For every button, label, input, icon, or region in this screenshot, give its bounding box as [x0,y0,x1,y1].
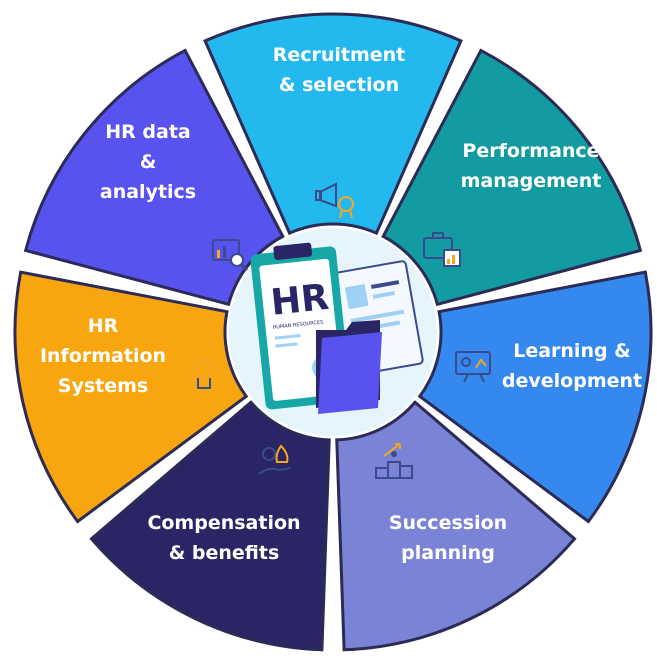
label-line: & selection [279,74,399,96]
segment-learning [417,270,653,524]
label-recruitment: Recruitment & selection [273,44,406,96]
hr-clipboard-folder-illustration: HR HUMAN RESOURCES [250,242,424,414]
label-line: development [502,370,642,392]
label-analytics: HR data & analytics [100,121,196,203]
folder [316,320,382,414]
analytics-magnifier-icon [212,239,249,272]
label-line: & [140,151,157,173]
segment-hris [13,270,249,524]
segment-recruitment [203,12,463,236]
label-line: planning [401,542,495,564]
money-bag-hand-icon [258,444,292,475]
label-line: Information [40,345,166,367]
label-line: Performance [462,140,599,162]
label-line: Succession [389,512,507,534]
people-podium-icon [375,443,413,479]
briefcase-chart-icon [423,232,461,267]
label-line: & benefits [169,542,280,564]
hr-subtitle: HUMAN RESOURCES [272,320,323,331]
label-compensation: Compensation & benefits [147,512,300,564]
segment-icons [192,182,491,479]
label-line: Systems [58,375,148,397]
segment-succession [335,400,577,652]
label-learning: Learning & development [502,340,642,392]
segment-performance [381,48,643,307]
segment-compensation [89,400,331,652]
label-line: HR [88,315,119,337]
label-line: Compensation [147,512,300,534]
label-line: Recruitment [273,44,406,66]
label-performance: Performance management [461,140,602,192]
circuit-hand-icon [192,358,216,389]
label-line: Learning & [513,340,631,362]
label-line: HR data [105,121,190,143]
hr-title: HR [269,277,331,324]
label-succession: Succession planning [389,512,507,564]
label-line: management [461,170,602,192]
label-line: analytics [100,181,196,203]
megaphone-award-icon [315,182,354,219]
presentation-board-icon [455,351,491,383]
